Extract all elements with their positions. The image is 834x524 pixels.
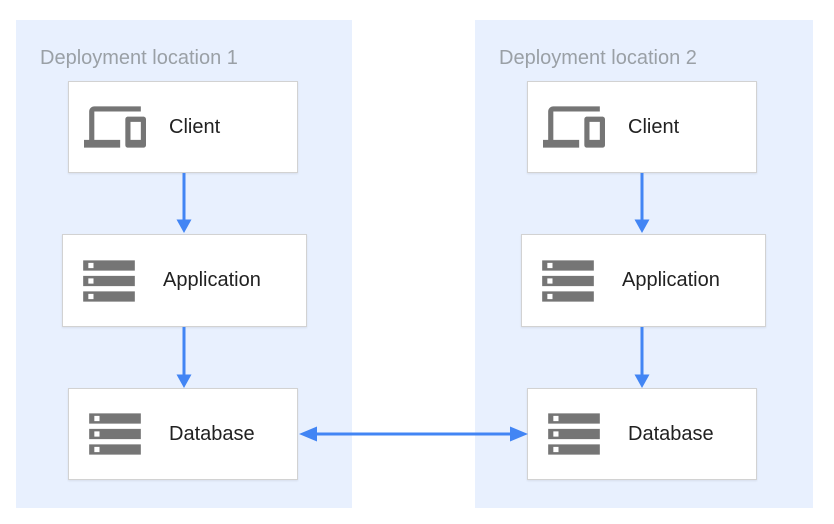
node-label: Application (163, 269, 261, 291)
node-label: Client (628, 115, 680, 138)
panel-title: Deployment location 1 (40, 47, 238, 69)
deployment-location-1-panel: Deployment location 1 Client Application… (16, 20, 352, 508)
storage-icon (543, 403, 605, 465)
node-database: Database (527, 388, 757, 480)
node-application: Application (521, 234, 766, 327)
node-application: Application (62, 234, 307, 327)
node-database: Database (68, 388, 298, 480)
node-label: Database (628, 422, 714, 445)
node-client: Client (68, 81, 298, 173)
deployment-location-2-panel: Deployment location 2 Client Application… (475, 20, 813, 508)
panel-title: Deployment location 2 (499, 47, 697, 69)
node-label: Database (169, 422, 255, 445)
node-label: Client (169, 115, 221, 138)
node-label: Application (622, 269, 720, 291)
storage-icon (84, 403, 146, 465)
node-client: Client (527, 81, 757, 173)
storage-icon (537, 250, 599, 312)
storage-icon (78, 250, 140, 312)
devices-icon (543, 96, 605, 158)
devices-icon (84, 96, 146, 158)
